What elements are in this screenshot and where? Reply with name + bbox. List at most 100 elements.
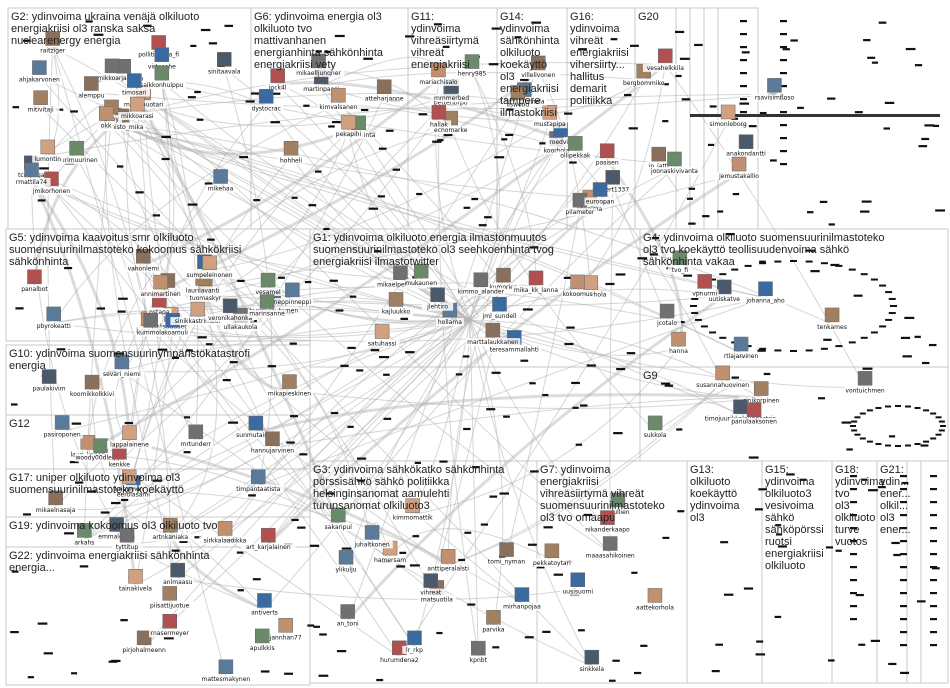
node-label: paulakivim [33, 386, 66, 393]
node-vesahelkkila[interactable]: vesahelkkila [643, 49, 688, 72]
node-marker [410, 564, 420, 566]
node-marker [253, 578, 261, 580]
node-label: lumontin [34, 156, 61, 163]
node-marker [161, 136, 170, 138]
node-tainakivela[interactable]: tainakivela [115, 569, 156, 592]
node-marker [310, 545, 319, 547]
avatar [593, 183, 607, 197]
node-marker [757, 350, 765, 352]
node-rnasermeyer[interactable]: rnasermeyer [149, 614, 190, 637]
node-marker [379, 148, 387, 150]
node-label: mirhanpojaa [503, 604, 541, 611]
node-panalbot[interactable]: panalbot [19, 270, 50, 293]
node-label: jemustakallio [718, 173, 759, 180]
node-marker [719, 337, 726, 339]
node-marker [121, 499, 128, 501]
node-marker [682, 98, 691, 100]
node-label: maaasahikoinen [586, 553, 635, 560]
node-vontuichmen[interactable]: vontuichmen [844, 371, 885, 394]
node-marker [917, 600, 926, 602]
node-marker [850, 618, 857, 620]
node-label: simonleborg [710, 121, 747, 128]
node-marker [879, 22, 887, 24]
node-johanna_aho[interactable]: johanna_aho [745, 282, 786, 305]
node-aattekorhola[interactable]: aattekorhola [633, 588, 678, 611]
node-marker [770, 159, 777, 161]
node-label: mikkoarja [97, 75, 127, 82]
node-marker [630, 45, 639, 47]
group-title-g9: G9 [643, 370, 658, 382]
node-label: vahonlemi [128, 265, 160, 272]
node-mattesmakynen[interactable]: mattesmakynen [202, 660, 251, 683]
node-marker [904, 317, 914, 319]
node-marker [732, 377, 739, 379]
avatar [94, 439, 108, 453]
node-marker [162, 158, 170, 160]
node-marker [383, 418, 391, 420]
group-boxes [6, 8, 948, 685]
node-label: vihreat [420, 590, 442, 597]
avatar [747, 403, 761, 417]
node-kpnbt[interactable]: kpnbt [468, 641, 489, 664]
avatar [529, 271, 543, 285]
avatar [341, 605, 355, 619]
node-marker [900, 672, 909, 674]
node-juhaltkonen[interactable]: juhaltkonen [351, 525, 392, 548]
node-jemustakallio[interactable]: jemustakallio [715, 157, 763, 180]
node-marker [371, 349, 380, 351]
node-sinitaavala[interactable]: sinitaavala [204, 52, 245, 75]
node-marker [871, 279, 878, 281]
node-label: ullakaukola [223, 324, 257, 331]
node-anlmaasu[interactable]: anlmaasu [162, 563, 193, 586]
node-jock4l[interactable]: jock4l [265, 69, 289, 92]
node-uusisuomi[interactable]: uusisuomi [560, 573, 595, 596]
node-marker [624, 94, 631, 96]
node-rtlajarvinen[interactable]: rtlajarvinen [719, 337, 764, 360]
node-label: mattesmakynen [202, 676, 251, 683]
node-pasiroponen[interactable]: pasiroponen [41, 416, 82, 439]
node-pbyrokeatti[interactable]: pbyrokeatti [33, 307, 74, 330]
node-marker [479, 224, 487, 226]
node-marker [206, 343, 213, 345]
node-label: mustapipa [534, 121, 566, 128]
node-parvika[interactable]: parvika [480, 610, 508, 633]
node-sukkola[interactable]: sukkola [641, 416, 669, 439]
node-marker [278, 277, 285, 279]
avatar [698, 274, 712, 288]
node-marker [611, 38, 618, 40]
node-label: mikaelnasaja [36, 507, 76, 514]
node-mitivitaji[interactable]: mitivitaji [22, 91, 60, 114]
node-label: hallak [430, 121, 448, 128]
node-marker [361, 109, 368, 111]
node-label: pasisen [596, 160, 619, 167]
node-marker [609, 680, 616, 682]
avatar [825, 308, 839, 322]
node-vesamel[interactable]: vesamel [254, 273, 282, 296]
node-marker [760, 112, 767, 114]
node-marker [190, 45, 196, 47]
avatar [285, 283, 299, 297]
node-paulakivim[interactable]: paulakivim [30, 370, 68, 393]
node-hanna[interactable]: hanna [668, 332, 689, 355]
node-jannhan77[interactable]: jannhan77 [268, 618, 303, 641]
avatar [282, 375, 296, 389]
avatar [486, 610, 500, 624]
node-okk[interactable]: okk [99, 107, 113, 130]
avatar [568, 136, 582, 150]
node-marker [209, 42, 217, 44]
node-marker [292, 197, 298, 199]
node-susannahuovinen[interactable]: susannahuovinen [695, 366, 750, 389]
avatar [41, 140, 55, 154]
avatar [474, 273, 488, 287]
avatar [163, 586, 177, 600]
node-label: mikkoarasi [121, 113, 154, 120]
node-marker [246, 100, 255, 102]
node-marker [467, 603, 475, 605]
node-marker [554, 574, 563, 576]
node-marker [323, 228, 329, 230]
node-marker [930, 566, 937, 568]
node-koomikkolkkivi[interactable]: koomikkolkkivi [66, 375, 118, 398]
node-marker [719, 273, 726, 275]
node-anakondantti[interactable]: anakondantti [724, 135, 769, 158]
node-marker [253, 199, 260, 201]
